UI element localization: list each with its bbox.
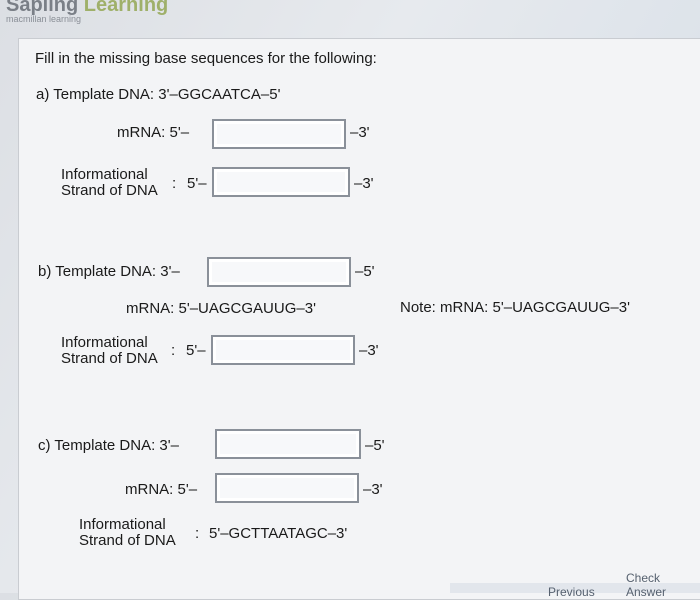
instructions: Fill in the missing base sequences for t…: [35, 50, 377, 67]
part-b-note: Note: mRNA: 5'–UAGCGAUUG–3': [400, 299, 630, 316]
part-b-template-input[interactable]: [207, 257, 351, 287]
part-c-template-label: c) Template DNA: 3'–: [38, 437, 179, 454]
part-b-info-prefix: 5'–: [186, 342, 206, 359]
part-a-info-input[interactable]: [212, 167, 350, 197]
part-b-info-end: –3': [359, 342, 379, 359]
part-c-template-end: –5': [365, 437, 385, 454]
part-a-template: a) Template DNA: 3'–GGCAATCA–5': [36, 86, 281, 103]
logo: Sapling Learning macmillan learning: [6, 0, 168, 24]
part-a-info-prefix: 5'–: [187, 175, 207, 192]
part-c-info-colon: :: [195, 525, 200, 542]
part-c-mrna-label: mRNA: 5'–: [125, 481, 198, 498]
part-c-mrna-end: –3': [363, 481, 383, 498]
part-b-mrna: mRNA: 5'–UAGCGAUUG–3': [126, 300, 316, 317]
tagline: macmillan learning: [6, 14, 82, 24]
part-a-mrna-label: mRNA: 5'–: [117, 124, 190, 141]
part-a-info-end: –3': [354, 175, 374, 192]
check-answer-button[interactable]: Check Answer: [626, 571, 667, 599]
part-b-template-end: –5': [355, 263, 375, 280]
part-c-mrna-input[interactable]: [215, 473, 359, 503]
logo-text: Sapling Learning: [6, 0, 169, 16]
part-a-mrna-end: –3': [350, 124, 370, 141]
previous-button[interactable]: Previous: [548, 585, 595, 599]
part-b-template-label: b) Template DNA: 3'–: [38, 263, 180, 280]
part-a-mrna-input[interactable]: [212, 119, 346, 149]
part-c-info-value: 5'–GCTTAATAGC–3': [209, 525, 348, 542]
part-a-info-colon: :: [172, 175, 177, 192]
footer-bar: [450, 583, 700, 593]
question-panel: Fill in the missing base sequences for t…: [18, 38, 700, 600]
part-b-info-input[interactable]: [211, 335, 355, 365]
part-c-template-input[interactable]: [215, 429, 361, 459]
part-b-info-colon: :: [171, 342, 176, 359]
